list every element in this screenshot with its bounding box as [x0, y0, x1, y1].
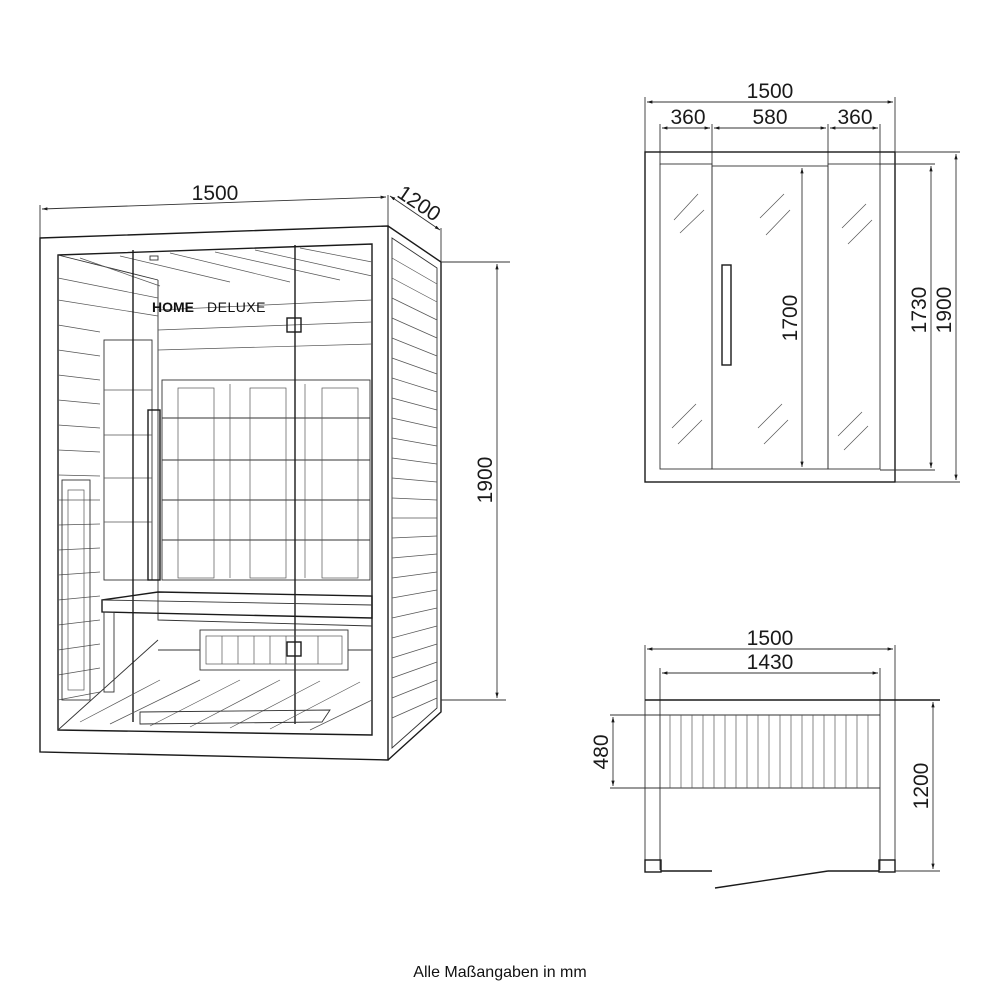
front-glass-height-label: 1730 [908, 287, 931, 334]
front-door-height-label: 1700 [779, 295, 802, 342]
logo-light-text: DELUXE [207, 299, 266, 315]
perspective-view: 1500 1200 [39, 181, 510, 761]
floor-slats [79, 679, 373, 731]
logo-bold-text: HOME [152, 299, 194, 315]
glass-reflections [671, 193, 873, 451]
front-door-handle [721, 264, 732, 366]
units-note: Alle Maßangaben in mm [413, 964, 587, 981]
perspective-width-label: 1500 [192, 182, 239, 205]
door-handle [147, 409, 161, 581]
front-door-width-label: 580 [752, 106, 787, 129]
front-left-panel-label: 360 [670, 106, 705, 129]
home-deluxe-logo: HOME DELUXE [152, 299, 266, 315]
bench-slats [669, 715, 869, 788]
bench-depth-label: 480 [590, 734, 613, 769]
ceiling-slats [57, 247, 373, 299]
top-inner-width-label: 1430 [747, 651, 794, 674]
front-right-panel-label: 360 [837, 106, 872, 129]
back-heater-grid [162, 384, 370, 579]
perspective-height-label: 1900 [474, 457, 497, 504]
front-view: 1500 360 580 360 [644, 80, 960, 483]
lower-hinge [286, 641, 302, 657]
front-total-height-label: 1900 [933, 287, 956, 334]
front-total-width-label: 1500 [747, 80, 794, 103]
upper-hinge [286, 317, 302, 333]
perspective-depth-label: 1200 [393, 181, 445, 226]
open-door-line [714, 870, 829, 889]
top-depth-label: 1200 [910, 763, 933, 810]
side-slats [391, 257, 438, 719]
top-view: 1500 1430 [590, 627, 940, 889]
top-outer-width-label: 1500 [747, 627, 794, 650]
wall-slats [57, 299, 373, 701]
